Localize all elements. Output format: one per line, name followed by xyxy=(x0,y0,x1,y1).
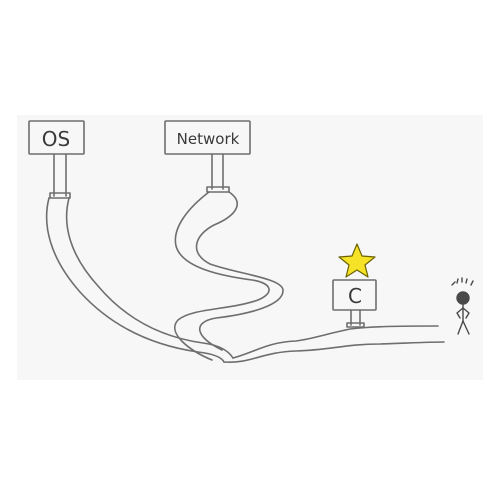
sign-c xyxy=(332,279,377,328)
sign-os-label: OS xyxy=(42,127,70,151)
stick-figure-icon xyxy=(451,277,474,335)
paper-background xyxy=(17,115,483,380)
star-icon xyxy=(338,243,376,278)
sign-network-label: Network xyxy=(177,130,240,148)
road-network xyxy=(174,191,284,361)
road-os xyxy=(45,197,234,363)
sign-c-label: C xyxy=(348,284,362,308)
road-main xyxy=(223,325,445,363)
sign-network xyxy=(164,120,251,193)
sign-os xyxy=(28,120,85,199)
